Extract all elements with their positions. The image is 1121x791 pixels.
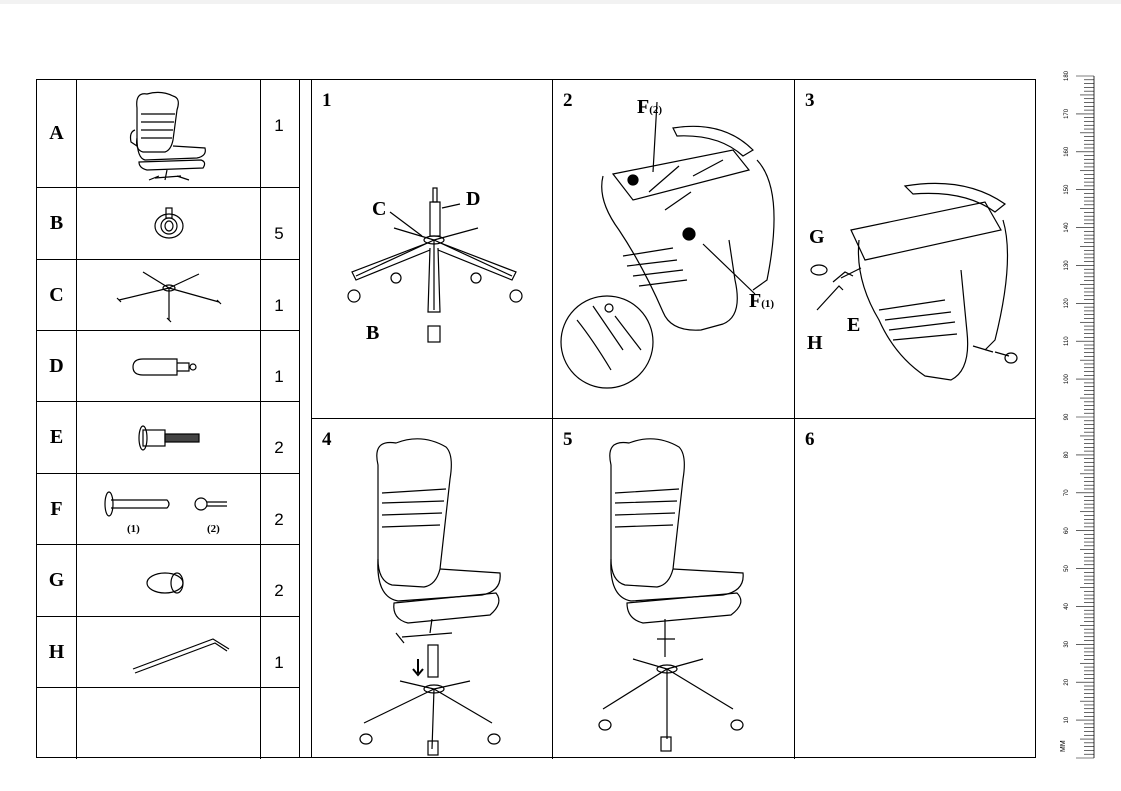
ruler-label: 160 xyxy=(1064,146,1070,157)
label-d: D xyxy=(466,188,481,210)
ruler-unit: MM xyxy=(1060,740,1067,752)
part-letter: F xyxy=(37,474,77,544)
pin-icon xyxy=(104,491,227,517)
cap-bolt-assembly-icon xyxy=(810,182,1018,381)
ruler-label: 50 xyxy=(1064,565,1070,572)
part-image: (1) (2) xyxy=(77,474,261,544)
part-qty: 5 xyxy=(274,224,284,243)
step-number: 6 xyxy=(805,429,815,450)
part-qty: 1 xyxy=(274,367,284,386)
label-f1: F(1) xyxy=(749,290,774,313)
ruler-label: 140 xyxy=(1064,222,1070,233)
base-assembly-icon xyxy=(347,187,523,343)
bolt-icon xyxy=(138,425,200,451)
part-letter: D xyxy=(37,331,77,401)
part-row-g: G 2 xyxy=(37,545,299,617)
parts-table: A 1 B 5 C xyxy=(36,79,300,759)
step-3: 3 G H E xyxy=(795,80,1036,419)
step-4: 4 xyxy=(312,419,553,759)
steps-grid: 1 C D B 2 xyxy=(312,79,1036,759)
part-qty xyxy=(261,688,301,759)
chair-icon xyxy=(129,91,206,181)
part-row-h: H 1 xyxy=(37,617,299,688)
part-image xyxy=(77,688,261,759)
step-number: 3 xyxy=(805,90,815,111)
label-h: H xyxy=(807,332,823,354)
label-b: B xyxy=(366,322,380,344)
ruler-label: 60 xyxy=(1064,527,1070,534)
part-letter: H xyxy=(37,617,77,687)
label-f1-suffix: (1) xyxy=(761,298,775,310)
ruler-label: 70 xyxy=(1064,489,1070,496)
ruler-label: 10 xyxy=(1064,716,1070,723)
caster-icon xyxy=(154,207,184,239)
ruler-label: 80 xyxy=(1064,451,1070,458)
part-row-c: C 1 xyxy=(37,260,299,331)
part-image xyxy=(77,260,261,330)
gas-cylinder-icon xyxy=(132,358,197,376)
part-row-d: D 1 xyxy=(37,331,299,402)
armrest-pin-assembly-icon xyxy=(560,101,775,389)
label-c: C xyxy=(372,198,387,220)
part-image xyxy=(77,80,261,187)
part-qty: 1 xyxy=(274,296,284,315)
part-row-f: F (1) (2) 2 xyxy=(37,474,299,545)
base-icon xyxy=(116,271,222,323)
step-2: 2 F(2) F(1) xyxy=(553,80,795,419)
part-letter: C xyxy=(37,260,77,330)
label-g: G xyxy=(809,226,825,248)
step-number: 4 xyxy=(322,429,332,450)
part-qty: 2 xyxy=(274,510,284,529)
pin-sublabel-2: (2) xyxy=(207,523,220,535)
step-1: 1 C D B xyxy=(312,80,553,419)
cap-icon xyxy=(146,572,184,594)
part-image xyxy=(77,545,261,616)
pin-sublabel-1: (1) xyxy=(127,523,140,535)
part-letter: B xyxy=(37,188,77,259)
top-bar xyxy=(0,0,1121,4)
ruler-label: 120 xyxy=(1064,298,1070,309)
label-f1-letter: F xyxy=(749,290,762,312)
ruler-label: 100 xyxy=(1064,373,1070,384)
assembled-chair-icon xyxy=(598,438,744,752)
part-row-b: B 5 xyxy=(37,188,299,260)
part-row-empty xyxy=(37,688,299,759)
part-letter xyxy=(37,688,77,759)
part-image xyxy=(77,402,261,473)
ruler-label: 150 xyxy=(1064,184,1070,195)
ruler-label: 30 xyxy=(1064,640,1070,647)
ruler-label: 180 xyxy=(1064,70,1070,81)
mm-ruler: 10 20 30 40 50 60 70 80 90 100 110 120 130 140 150 160 1… xyxy=(1064,70,1095,759)
ruler-label: 90 xyxy=(1064,413,1070,420)
part-row-e: E 2 xyxy=(37,402,299,474)
part-letter: E xyxy=(37,402,77,473)
part-qty: 2 xyxy=(274,581,284,600)
label-e: E xyxy=(847,314,861,336)
ruler-label: 170 xyxy=(1064,108,1070,119)
table-separator xyxy=(300,79,312,758)
part-image xyxy=(77,617,261,687)
part-image xyxy=(77,331,261,401)
part-qty: 2 xyxy=(274,438,284,457)
ruler-label: 20 xyxy=(1064,678,1070,685)
part-qty: 1 xyxy=(274,116,284,135)
step-number: 1 xyxy=(322,90,332,111)
part-qty: 1 xyxy=(274,653,284,672)
step-number: 5 xyxy=(563,429,573,450)
chair-onto-base-icon xyxy=(359,438,501,756)
label-f2-letter: F xyxy=(637,96,650,118)
label-f2-suffix: (2) xyxy=(649,104,663,116)
ruler-label: 40 xyxy=(1064,602,1070,609)
part-image xyxy=(77,188,261,259)
part-letter: A xyxy=(37,80,77,187)
step-number: 2 xyxy=(563,90,573,111)
ruler-label: 130 xyxy=(1064,260,1070,271)
label-f2: F(2) xyxy=(637,96,662,119)
step-5: 5 xyxy=(553,419,795,759)
hex-key-icon xyxy=(132,638,230,674)
ruler-label: 110 xyxy=(1064,336,1070,346)
part-letter: G xyxy=(37,545,77,616)
part-row-a: A 1 xyxy=(37,80,299,188)
step-6: 6 xyxy=(795,419,1036,759)
